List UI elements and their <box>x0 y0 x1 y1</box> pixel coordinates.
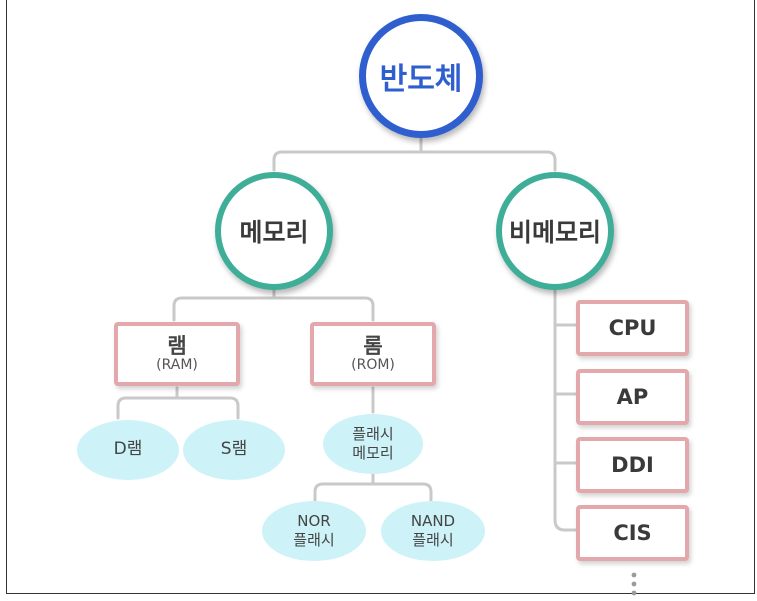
cpu-box: CPU <box>576 300 689 356</box>
vertical-ellipsis-icon <box>631 572 637 596</box>
ddi-label: DDI <box>611 452 654 477</box>
ddi-box: DDI <box>576 437 689 493</box>
semiconductor-label: 반도체 <box>379 62 463 97</box>
nor-flash-line2: 플래시 <box>293 531 335 549</box>
rom-label: 롬 <box>363 333 383 358</box>
cis-box: CIS <box>576 505 689 561</box>
memory-node: 메모리 <box>215 172 333 290</box>
dram-label: D램 <box>113 439 143 460</box>
ram-sublabel: (RAM) <box>156 356 198 373</box>
flash-memory-node: 플래시 메모리 <box>323 414 423 474</box>
nand-flash-node: NAND 플래시 <box>381 501 485 561</box>
cpu-label: CPU <box>608 315 657 340</box>
nand-flash-line2: 플래시 <box>412 531 454 549</box>
memory-label: 메모리 <box>239 218 309 247</box>
sram-label: S램 <box>220 439 248 460</box>
ram-box: 램 (RAM) <box>114 322 240 386</box>
non-memory-label: 비메모리 <box>508 218 601 247</box>
nor-flash-line1: NOR <box>297 512 331 531</box>
nor-flash-node: NOR 플래시 <box>262 501 366 561</box>
rom-sublabel: (ROM) <box>351 356 395 373</box>
cis-label: CIS <box>613 520 652 545</box>
flash-memory-line1: 플래시 <box>352 425 394 444</box>
flash-memory-line2: 메모리 <box>352 444 394 462</box>
sram-node: S램 <box>183 420 285 480</box>
rom-box: 롬 (ROM) <box>310 322 436 386</box>
ap-box: AP <box>576 369 689 425</box>
dram-node: D램 <box>77 420 179 480</box>
ram-label: 램 <box>167 333 187 358</box>
semiconductor-node: 반도체 <box>359 14 483 138</box>
nand-flash-line1: NAND <box>410 512 456 531</box>
non-memory-node: 비메모리 <box>496 172 614 290</box>
ap-label: AP <box>616 384 649 409</box>
